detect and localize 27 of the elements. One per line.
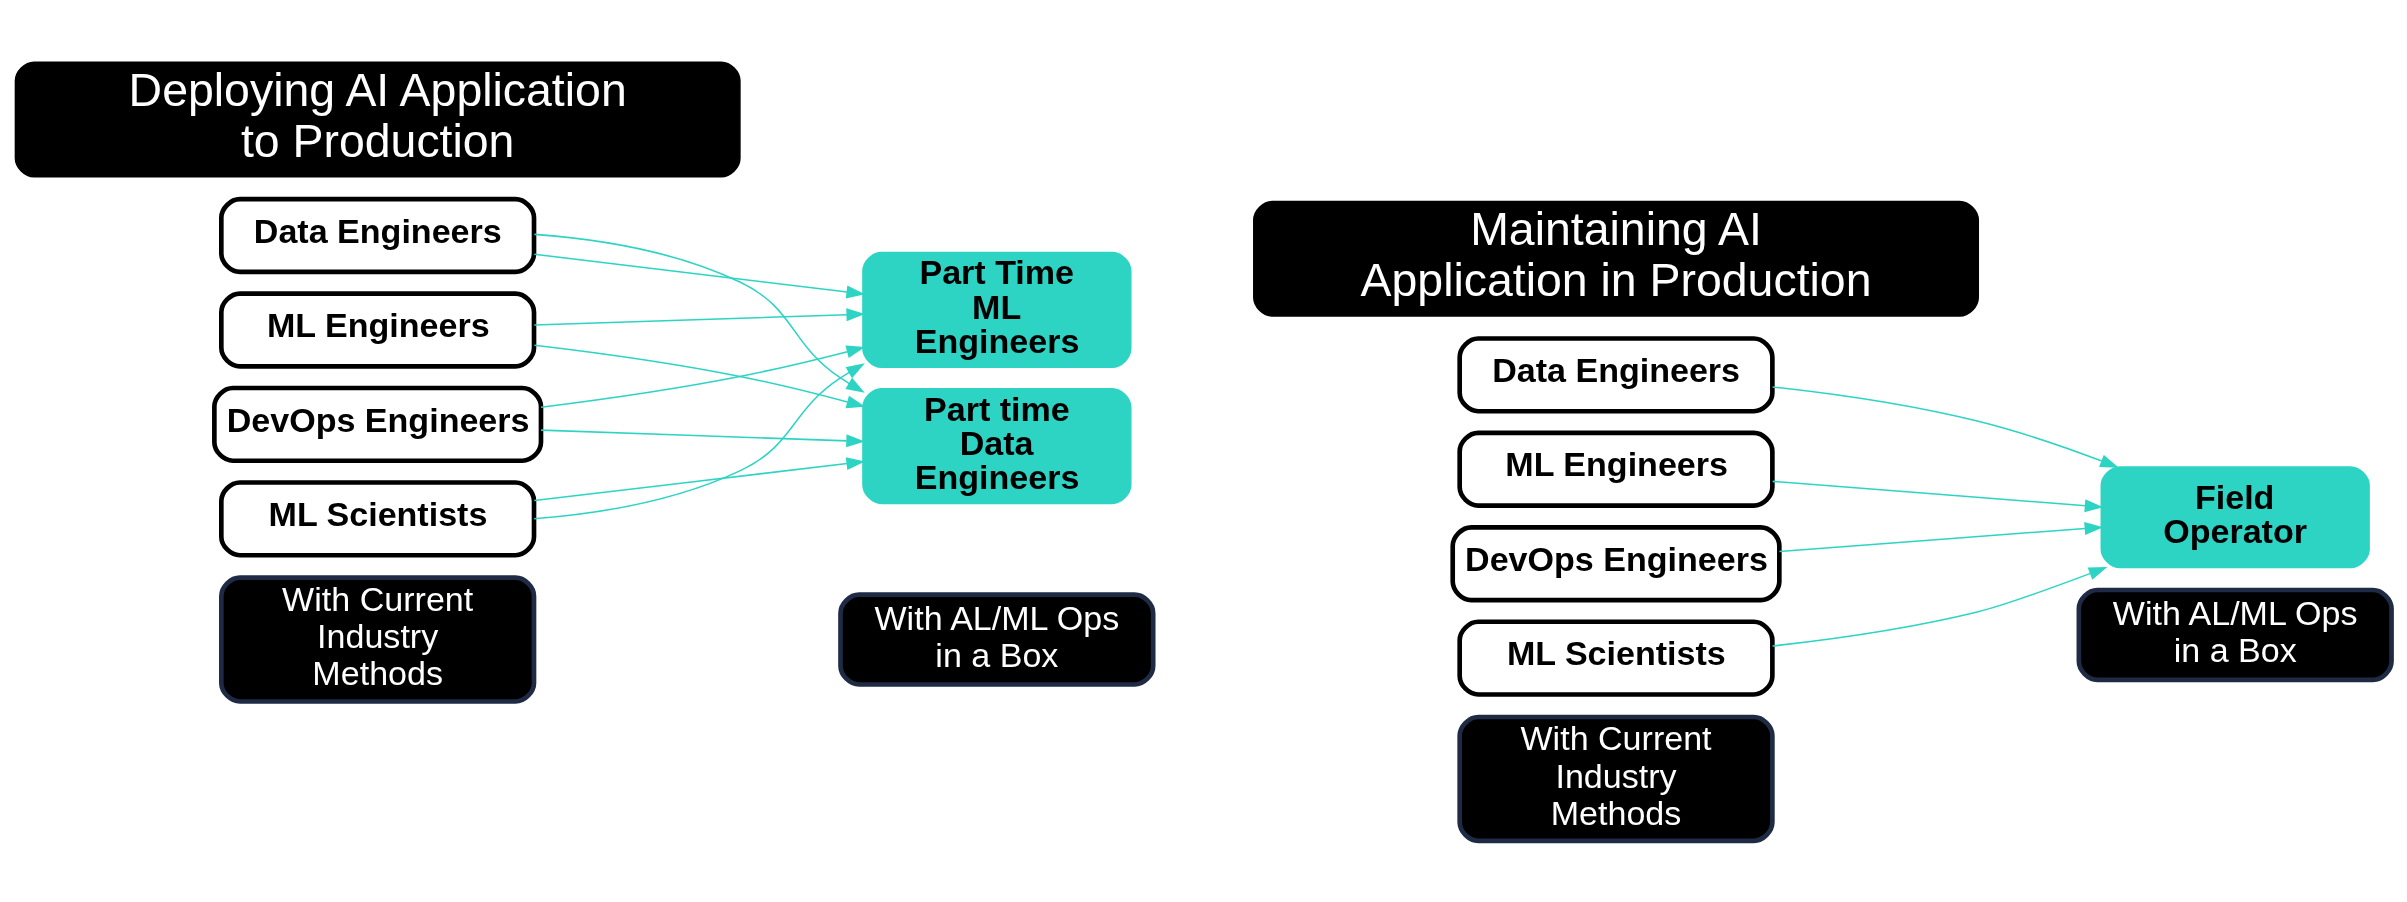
arrow	[1771, 385, 2119, 468]
arrow	[1771, 480, 2104, 512]
node-box: With Current Industry Methods	[1457, 714, 1775, 843]
node-box: Part Time ML Engineers	[862, 251, 1132, 368]
arrow	[533, 456, 865, 501]
arrow	[540, 428, 865, 447]
node-box: ML Engineers	[219, 290, 537, 369]
arrow	[533, 307, 866, 326]
arrow	[1778, 521, 2104, 552]
node-box: Maintaining AI Application in Production	[1253, 200, 1980, 317]
node-box: ML Engineers	[1457, 430, 1775, 508]
node-box: Part time Data Engineers	[862, 387, 1132, 504]
arrow	[533, 253, 866, 298]
arrow	[533, 233, 865, 393]
node-box: DevOps Engineers	[212, 385, 544, 463]
node-box: ML Scientists	[219, 479, 537, 558]
node-box: ML Scientists	[1457, 618, 1775, 697]
node-box: With Current Industry Methods	[219, 574, 537, 704]
arrow	[1771, 566, 2108, 647]
node-box: With AL/ML Ops in a Box	[838, 591, 1156, 687]
node-box: With AL/ML Ops in a Box	[2076, 587, 2394, 682]
node-box: DevOps Engineers	[1450, 524, 1782, 602]
node-box: Deploying AI Application to Production	[14, 60, 741, 177]
node-box: Data Engineers	[219, 196, 537, 274]
node-box: Field Operator	[2100, 465, 2370, 568]
node-box: Data Engineers	[1457, 335, 1775, 414]
arrow	[533, 362, 865, 520]
